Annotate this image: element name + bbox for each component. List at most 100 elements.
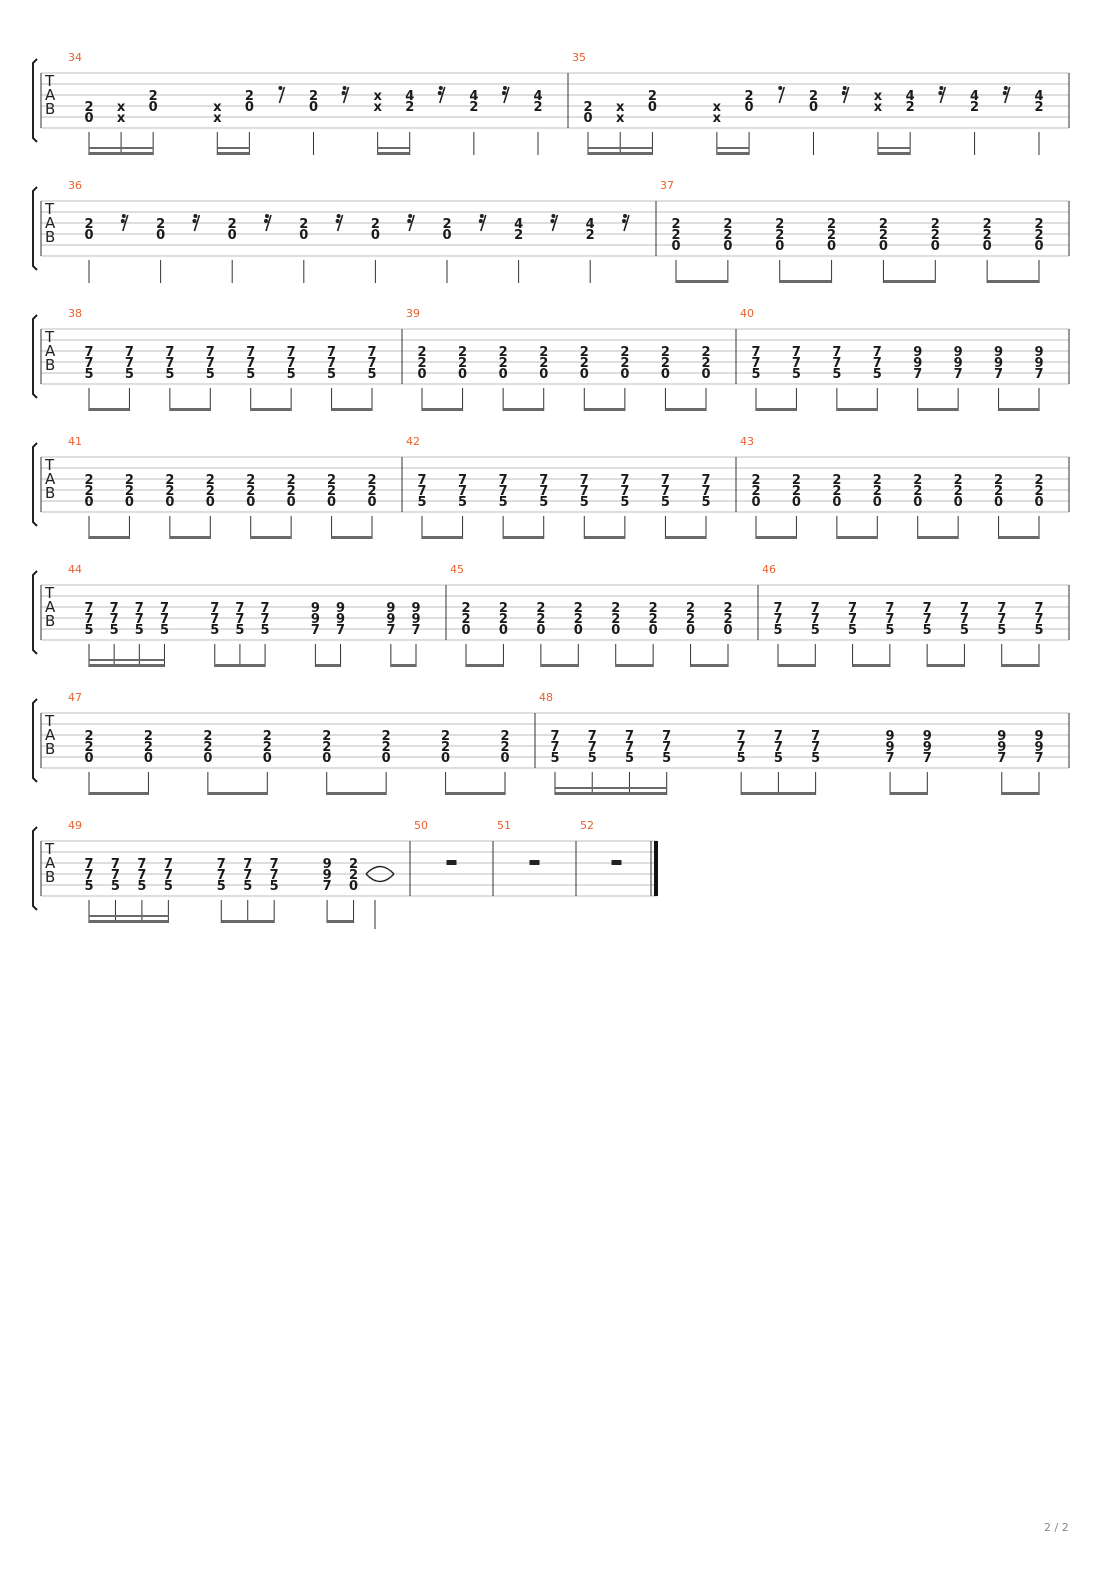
fret-number: 0 [649, 623, 658, 638]
beam [917, 408, 959, 411]
fret-number: 2 [723, 228, 732, 243]
chord: 775 [550, 729, 560, 795]
fret-number: 4 [586, 217, 595, 232]
chord: 775 [620, 473, 629, 539]
chord: 775 [125, 345, 134, 411]
fret-number: 2 [931, 217, 940, 232]
fret-number: 0 [246, 495, 255, 510]
fret-number: 4 [514, 217, 523, 232]
beam [927, 664, 965, 667]
fret-number: 0 [327, 495, 336, 510]
fret-number: 7 [580, 484, 589, 499]
fret-number: 7 [270, 868, 279, 883]
fret-number: 2 [203, 740, 212, 755]
chord: 775 [165, 345, 174, 411]
beam [503, 536, 544, 539]
fret-number: 2 [832, 473, 841, 488]
chord: 220 [417, 345, 427, 411]
fret-number: 7 [960, 612, 969, 627]
sixteenth-rest [120, 214, 129, 232]
chord: 775 [832, 345, 841, 411]
chord: 42 [586, 217, 595, 283]
fret-number: 2 [461, 612, 470, 627]
tab-clef-letter: B [45, 484, 55, 502]
fret-number: 2 [382, 729, 391, 744]
tab-clef-letter: B [45, 100, 55, 118]
chord: xx [373, 89, 382, 155]
fret-number: 5 [774, 751, 783, 766]
sixteenth-rest [341, 86, 350, 104]
fret-number: 5 [885, 623, 894, 638]
tab-system: TAB4122022022022022022022022042775775775… [32, 435, 1070, 539]
chord: 775 [164, 857, 173, 923]
fret-number: 7 [84, 345, 93, 360]
fret-number: 2 [745, 89, 754, 104]
chord: 20 [309, 89, 318, 155]
fret-number: 2 [879, 217, 888, 232]
fret-number: 0 [931, 239, 940, 254]
fret-number: 9 [1034, 345, 1043, 360]
fret-number: 5 [773, 623, 782, 638]
fret-number: 2 [775, 217, 784, 232]
whole-rest [611, 860, 622, 865]
tab-clef-letter: A [45, 342, 56, 360]
fret-number: 2 [832, 484, 841, 499]
chord: 775 [751, 345, 761, 411]
fret-number: 0 [500, 751, 509, 766]
fret-number: 0 [701, 367, 710, 382]
fret-number: 5 [625, 751, 634, 766]
fret-number: 0 [287, 495, 296, 510]
fret-number: 2 [245, 89, 254, 104]
fret-number: 4 [533, 89, 542, 104]
fret-number: 7 [165, 356, 174, 371]
fret-number: 2 [469, 100, 478, 115]
fret-number: 2 [461, 601, 470, 616]
fret-number: 2 [686, 601, 695, 616]
fret-number: 7 [773, 612, 782, 627]
fret-number: 7 [625, 740, 634, 755]
beam [89, 920, 169, 923]
fret-number: 2 [533, 100, 542, 115]
fret-number: 5 [261, 623, 270, 638]
measure-number: 52 [580, 819, 594, 832]
measure-number: 34 [68, 51, 82, 64]
fret-number: 2 [499, 345, 508, 360]
fret-number: 0 [1034, 495, 1043, 510]
chord: 775 [217, 857, 226, 923]
beam [741, 792, 816, 795]
fret-number: 7 [885, 612, 894, 627]
fret-number: 0 [263, 751, 272, 766]
fret-number: 9 [323, 857, 332, 872]
fret-number: 7 [137, 868, 146, 883]
system-bracket [32, 442, 38, 527]
beam-secondary [89, 147, 154, 149]
chord: 20 [84, 100, 94, 155]
tab-clef-letter: A [45, 470, 56, 488]
fret-number: 2 [906, 100, 915, 115]
fret-number: 2 [671, 228, 680, 243]
fret-number: 7 [160, 601, 169, 616]
fret-number: 5 [499, 495, 508, 510]
fret-number: 7 [135, 612, 144, 627]
chord: 220 [206, 473, 215, 539]
beam [422, 536, 463, 539]
fret-number: 0 [382, 751, 391, 766]
tab-clef-letter: B [45, 740, 55, 758]
beam [716, 152, 750, 155]
chord: 775 [625, 729, 634, 795]
fret-number: 2 [327, 484, 336, 499]
fret-number: 0 [792, 495, 801, 510]
chord: 997 [913, 345, 922, 411]
fret-number: 2 [574, 601, 583, 616]
chord: 20 [371, 217, 380, 283]
fret-number: 7 [458, 484, 467, 499]
chord: 220 [686, 601, 695, 667]
chord: 220 [620, 345, 629, 411]
fret-number: 7 [206, 345, 215, 360]
fret-number: 7 [751, 356, 760, 371]
